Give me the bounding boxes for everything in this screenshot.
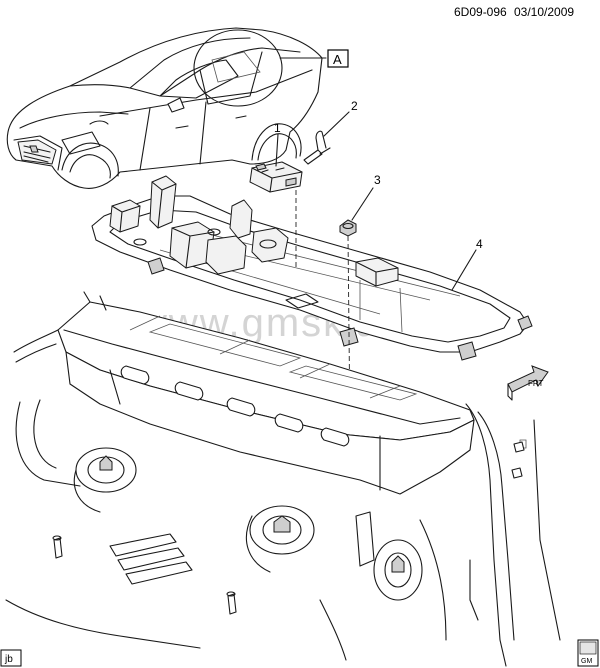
leader-2 <box>323 111 350 137</box>
callout-3: 3 <box>374 173 381 187</box>
footer-badge-right: GM <box>577 639 599 667</box>
front-direction-arrow: FRT <box>507 365 549 401</box>
front-arrow-label: FRT <box>528 379 544 388</box>
diagram-date: 03/10/2009 <box>514 5 574 19</box>
callout-2: 2 <box>351 99 358 113</box>
view-a-label: A <box>333 52 342 67</box>
clip-part-3 <box>339 219 357 237</box>
footer-tag-text: jb <box>4 654 13 665</box>
leader-3 <box>351 187 374 221</box>
view-a-callout: A <box>327 49 349 68</box>
tray-part-4 <box>91 175 533 361</box>
callout-4: 4 <box>476 237 483 251</box>
body-floor-pan <box>5 291 561 667</box>
diagram-code: 6D09-096 <box>454 5 507 19</box>
footer-tag-left: jb <box>0 649 22 667</box>
footer-badge-text: GM <box>581 658 592 665</box>
detail-circle-a <box>193 29 283 107</box>
vehicle-overview <box>6 27 327 189</box>
leader-4 <box>451 249 477 291</box>
module-part-1 <box>249 161 303 193</box>
callout-1: 1 <box>274 121 281 135</box>
connector-part-2 <box>303 130 331 165</box>
leader-1 <box>275 133 279 167</box>
